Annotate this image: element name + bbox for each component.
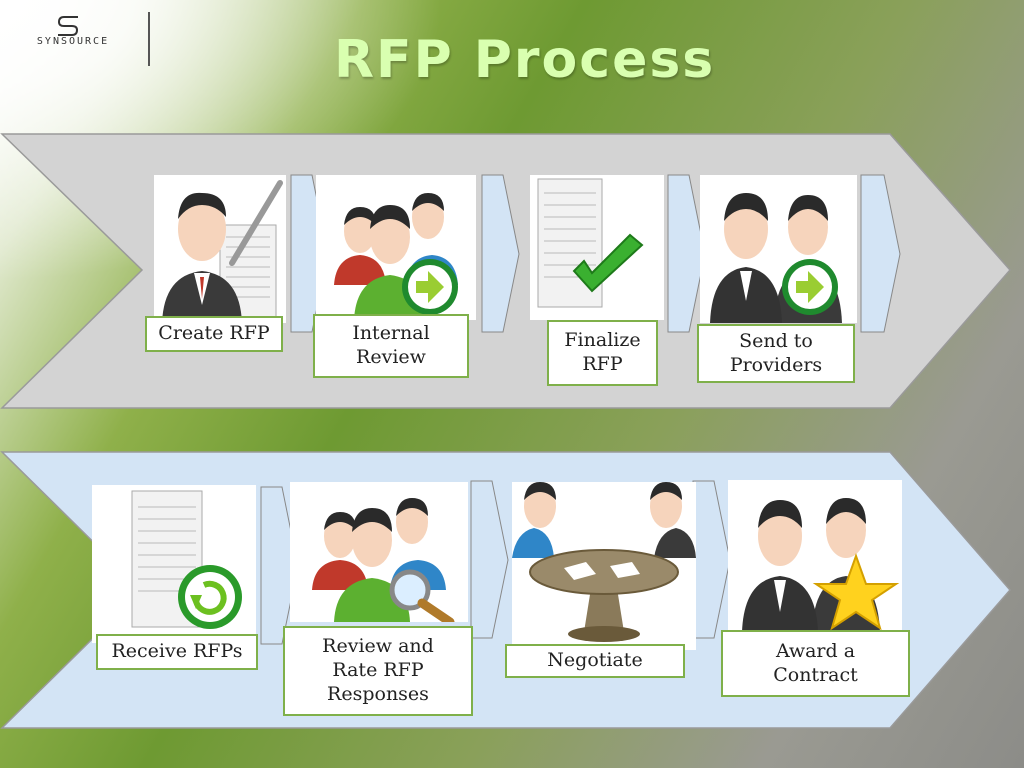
logo-s-icon: [57, 16, 79, 36]
connector-chevron: [860, 174, 901, 333]
logo: SYNSOURCE: [18, 14, 128, 54]
pair-star-icon: [742, 498, 900, 632]
connector-chevron: [470, 480, 509, 639]
group-arrow-icon: [334, 193, 458, 320]
page-title: RFP Process: [334, 30, 716, 90]
connector-chevron: [481, 174, 520, 333]
step-label-finalize-rfp: Finalize RFP: [547, 320, 658, 386]
step-label-send-to-providers: Send to Providers: [697, 324, 855, 383]
document-checkmark-icon: [537, 178, 644, 308]
logo-text: SYNSOURCE: [36, 36, 110, 47]
connector-chevron: [667, 174, 706, 333]
internal-review-illustration: [316, 175, 476, 320]
award-contract-illustration: [728, 480, 902, 632]
step-label-create-rfp: Create RFP: [145, 316, 283, 352]
step-label-negotiate: Negotiate: [505, 644, 685, 678]
step-label-internal-review: Internal Review: [313, 314, 469, 378]
document-refresh-icon: [131, 490, 242, 629]
person-pen-document-icon: [162, 180, 283, 323]
step-label-review-rate: Review and Rate RFP Responses: [283, 626, 473, 716]
review-rate-illustration: [290, 482, 468, 622]
receive-rfps-illustration: [92, 485, 256, 643]
logo-divider: [148, 12, 150, 66]
meeting-table-icon: [512, 482, 696, 642]
connector-chevron: [692, 480, 731, 639]
step-label-award-contract: Award a Contract: [721, 630, 910, 697]
create-rfp-illustration: [154, 175, 286, 323]
group-magnifier-icon: [312, 498, 455, 622]
send-to-providers-illustration: [700, 175, 857, 323]
negotiate-illustration: [512, 482, 696, 650]
pair-arrow-icon: [710, 193, 842, 323]
step-label-receive-rfps: Receive RFPs: [96, 634, 258, 670]
finalize-rfp-illustration: [530, 175, 664, 320]
